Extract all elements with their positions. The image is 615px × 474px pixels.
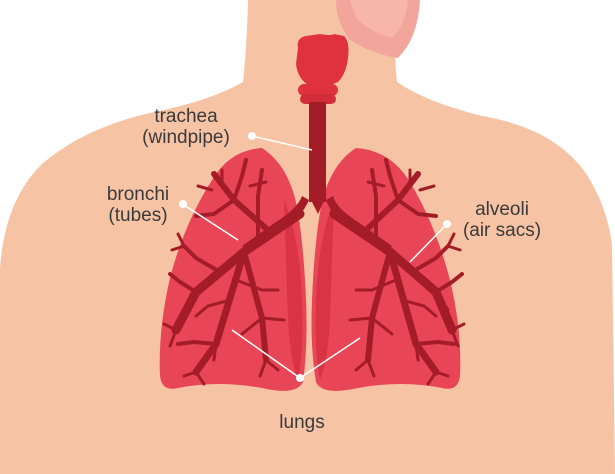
lungs-dot bbox=[296, 374, 304, 382]
trachea-label-line2: (windpipe) bbox=[128, 127, 244, 148]
alveoli-label-line1: alveoli bbox=[452, 199, 552, 220]
bronchi-label-line2: (tubes) bbox=[92, 205, 184, 226]
trachea-label-line1: trachea bbox=[128, 106, 244, 127]
lungs-label-line1: lungs bbox=[262, 412, 342, 433]
alveoli-label: alveoli (air sacs) bbox=[452, 199, 552, 241]
bronchi-label: bronchi (tubes) bbox=[92, 184, 184, 226]
larynx bbox=[296, 34, 349, 87]
trachea-label: trachea (windpipe) bbox=[128, 106, 244, 148]
trachea-tube bbox=[309, 102, 326, 202]
bronchi-label-line1: bronchi bbox=[92, 184, 184, 205]
trachea-dot bbox=[248, 132, 256, 140]
alveoli-dot bbox=[443, 220, 451, 228]
lungs-label: lungs bbox=[262, 412, 342, 433]
alveoli-label-line2: (air sacs) bbox=[452, 220, 552, 241]
